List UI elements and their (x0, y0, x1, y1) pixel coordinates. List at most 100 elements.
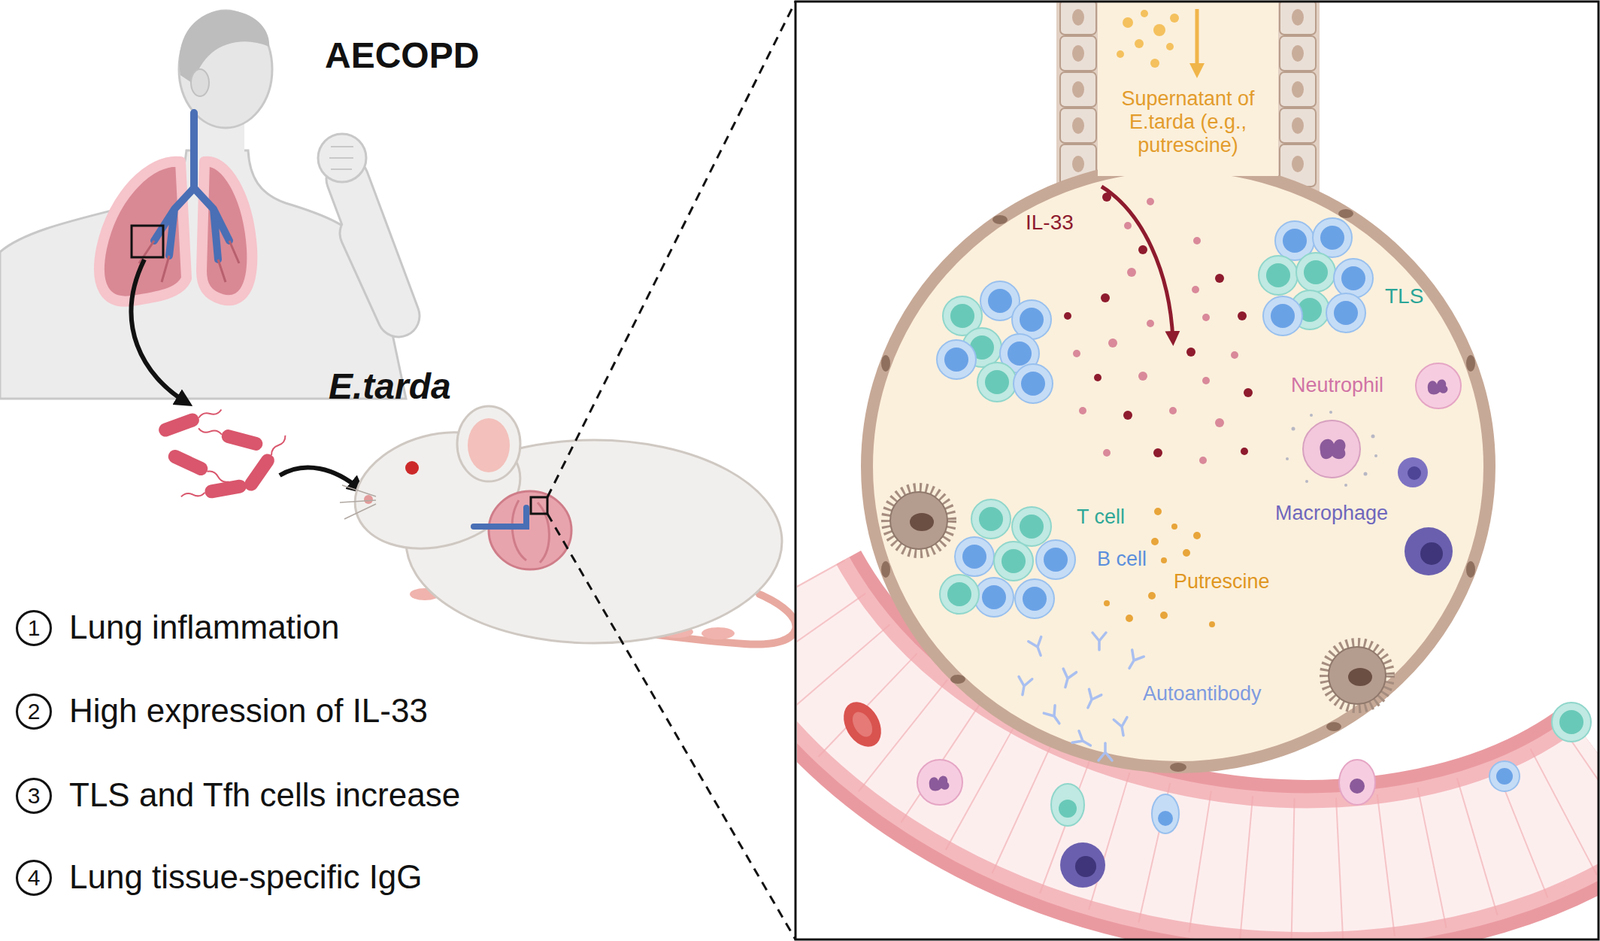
putrescine-particles (1182, 548, 1191, 557)
tls-cluster (971, 499, 1011, 539)
tls-cluster (1296, 252, 1336, 292)
airway-epithelium (1072, 81, 1085, 98)
airway-epithelium (1072, 155, 1085, 173)
bacteria (166, 447, 232, 488)
macrophage (1303, 420, 1361, 478)
cell-label: T cell (1076, 505, 1125, 529)
vessel-cells (1496, 767, 1513, 785)
airway-epithelium (1060, 36, 1097, 71)
bacteria (157, 403, 291, 504)
tls-cluster (974, 577, 1014, 617)
autoantibodies (1123, 649, 1144, 672)
callout-number: 3 (15, 777, 52, 814)
autoantibodies (1092, 632, 1107, 650)
vessel-cells (1058, 799, 1077, 818)
bacteria (220, 427, 265, 452)
supernatant-particles (1150, 58, 1160, 68)
wall-nuclei (950, 674, 966, 684)
il33-particles (1072, 349, 1081, 358)
callout-number: 2 (15, 693, 52, 730)
macrophage (1371, 434, 1376, 439)
il33-particles (1169, 406, 1177, 415)
vessel-cells (917, 759, 963, 805)
immune-cell (1407, 466, 1422, 480)
bacteria (197, 426, 222, 437)
zoom-line (547, 1, 796, 940)
putrescine-particles (1125, 614, 1134, 622)
finding-text: Lung tissue-specific IgG (69, 857, 423, 897)
vessel-cells (1551, 702, 1591, 742)
putrescine-particles (1160, 557, 1167, 564)
antibody-label: Autoantibody (1142, 681, 1262, 706)
bacteria (242, 451, 278, 494)
tls-cluster (936, 339, 976, 379)
mouse (530, 496, 548, 514)
tls-cluster (1013, 363, 1053, 404)
arrow (279, 467, 360, 489)
mouse (467, 418, 510, 473)
airway-epithelium (1291, 81, 1304, 98)
il33-particles (1199, 456, 1207, 464)
il33-particles (1153, 448, 1163, 458)
il33-particles (1193, 236, 1201, 245)
callout-number: 1 (15, 609, 52, 646)
wall-nuclei (1338, 209, 1354, 219)
bacteria (157, 403, 225, 439)
wall-nuclei (1326, 721, 1342, 731)
macrophage (1285, 457, 1289, 461)
finding-text: Lung inflammation (69, 608, 340, 647)
tls-cluster (1036, 539, 1076, 579)
airway-epithelium (1279, 108, 1316, 143)
il33-particles (1138, 245, 1148, 255)
human-lungs (131, 225, 164, 258)
tls-cluster (939, 499, 1076, 619)
il33-particles (1063, 312, 1072, 320)
autoantibodies (1098, 742, 1113, 761)
airway-epithelium (1060, 1, 1097, 35)
il33-particles (1146, 319, 1155, 328)
il33-particles (1063, 192, 1253, 464)
bacteria (206, 469, 231, 484)
airway-epithelium (1056, 1, 1320, 196)
human-figure (0, 150, 407, 399)
wall-nuclei (1466, 560, 1476, 578)
autoantibodies (1028, 636, 1048, 658)
human-figure (190, 69, 210, 97)
il33-particles (1124, 221, 1132, 230)
il33-particles (1215, 418, 1225, 428)
tls-cluster (1015, 578, 1055, 619)
bacteria (269, 433, 288, 457)
putrescine-particles (1209, 621, 1216, 628)
wall-nuclei (1466, 354, 1476, 372)
macrophage (1285, 410, 1378, 487)
bacteria (180, 490, 206, 499)
human-lungs (154, 112, 230, 260)
supernatant-label: Supernatant of E.tarda (e.g., putrescine… (1106, 87, 1270, 158)
arrow (1101, 186, 1173, 340)
macrophage (1309, 413, 1313, 417)
vessel-cells (1489, 760, 1520, 791)
supernatant-particles (1116, 9, 1179, 68)
airway-epithelium (1291, 9, 1304, 26)
tls-cluster (1333, 258, 1373, 298)
airway-epithelium (1279, 72, 1316, 107)
il33-particles (1093, 373, 1102, 382)
cell-label: Macrophage (1275, 501, 1388, 525)
zoom-panel (795, 1, 1599, 940)
vessel-cells (1157, 810, 1173, 826)
human-lungs (99, 112, 252, 302)
il33-particles (1230, 351, 1239, 359)
mouse (488, 490, 572, 570)
airway-epithelium (1279, 36, 1316, 71)
bacteria (179, 478, 248, 504)
callout-number: 4 (15, 859, 52, 896)
macrophage (1291, 427, 1296, 431)
autoantibodies (1072, 730, 1094, 752)
tls-cluster (1312, 218, 1352, 258)
human-figure (318, 133, 367, 182)
arrow (131, 259, 187, 403)
mouse (701, 627, 735, 640)
macrophage (1404, 527, 1453, 576)
autoantibodies (1081, 688, 1102, 710)
alveolus (866, 165, 1490, 767)
